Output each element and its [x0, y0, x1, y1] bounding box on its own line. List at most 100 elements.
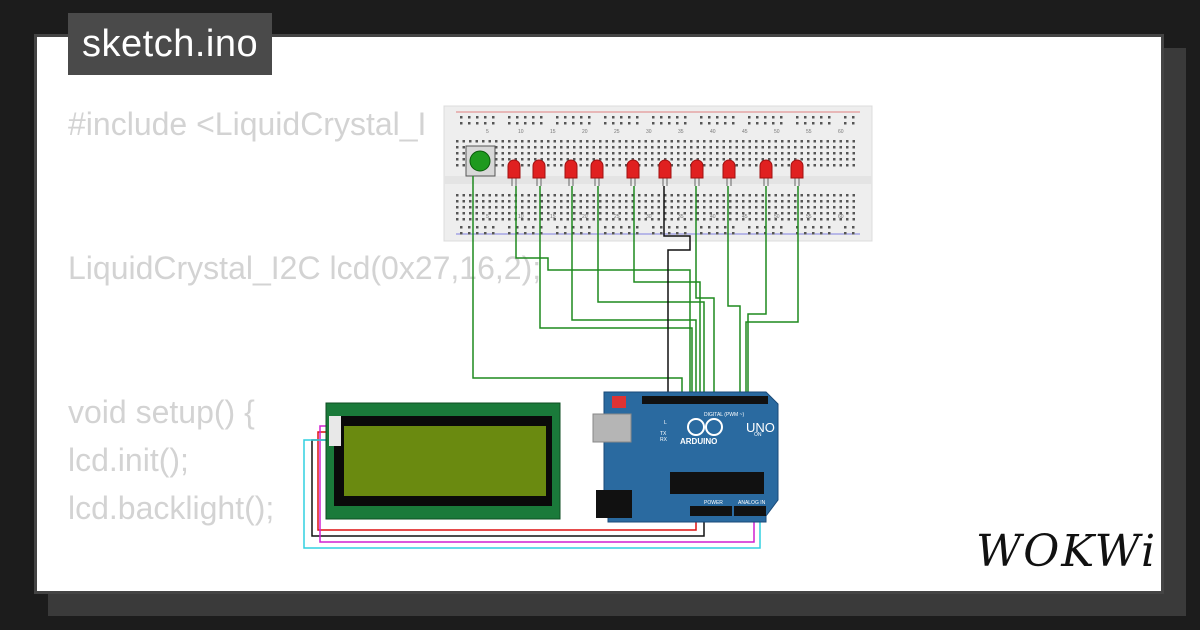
breadboard-hole [651, 164, 654, 167]
breadboard-hole [524, 226, 527, 229]
breadboard-hole [828, 116, 831, 119]
atmega-chip [670, 472, 764, 494]
breadboard-hole [846, 158, 849, 161]
breadboard-hole [755, 146, 758, 149]
breadboard-hole [476, 226, 479, 229]
breadboard-hole [735, 200, 738, 203]
breadboard-hole [768, 200, 771, 203]
breadboard-hole [553, 146, 556, 149]
breadboard-hole [564, 122, 567, 125]
breadboard-hole [664, 212, 667, 215]
breadboard-hole [820, 158, 823, 161]
breadboard-hole [566, 140, 569, 143]
red-led[interactable] [590, 159, 604, 186]
lcd-display[interactable] [325, 402, 561, 520]
breadboard-hole [668, 226, 671, 229]
breadboard-hole [508, 206, 511, 209]
red-led[interactable] [759, 159, 773, 186]
breadboard-hole [620, 122, 623, 125]
breadboard-hole [676, 116, 679, 119]
breadboard-hole [579, 158, 582, 161]
breadboard-hole [696, 158, 699, 161]
breadboard-hole [560, 206, 563, 209]
l-label: L [664, 420, 667, 426]
breadboard-hole [573, 194, 576, 197]
breadboard-hole [628, 116, 631, 119]
breadboard-hole [716, 206, 719, 209]
breadboard-hole [572, 116, 575, 119]
breadboard-hole [761, 146, 764, 149]
breadboard-hole [742, 218, 745, 221]
red-led[interactable] [722, 159, 736, 186]
breadboard-hole [748, 226, 751, 229]
breadboard-hole [501, 164, 504, 167]
red-led[interactable] [658, 159, 672, 186]
red-led[interactable] [626, 159, 640, 186]
breadboard-hole [460, 116, 463, 119]
breadboard-hole [644, 158, 647, 161]
power-header [690, 506, 732, 516]
breadboard-hole [599, 146, 602, 149]
red-led[interactable] [532, 159, 546, 186]
red-led[interactable] [507, 159, 521, 186]
breadboard-hole [652, 116, 655, 119]
breadboard-hole [684, 226, 687, 229]
breadboard-hole [508, 158, 511, 161]
breadboard-hole [514, 140, 517, 143]
red-led[interactable] [564, 159, 578, 186]
breadboard-column-number: 5 [486, 129, 489, 135]
breadboard-hole [716, 194, 719, 197]
breadboard-hole [670, 200, 673, 203]
arduino-uno[interactable]: UNO ARDUINO DIGITAL (PWM ~) POWER ANALOG… [592, 391, 779, 523]
red-led[interactable] [790, 159, 804, 186]
analog-label: ANALOG IN [738, 500, 766, 506]
breadboard-column-number: 45 [742, 129, 748, 135]
breadboard-hole [651, 158, 654, 161]
breadboard-hole [807, 206, 810, 209]
push-button[interactable] [465, 145, 496, 177]
breadboard-hole [690, 206, 693, 209]
breadboard-hole [722, 152, 725, 155]
breadboard-hole [844, 226, 847, 229]
breadboard-hole [508, 200, 511, 203]
breadboard-hole [456, 158, 459, 161]
breadboard-hole [495, 140, 498, 143]
breadboard-hole [729, 146, 732, 149]
breadboard-hole [684, 232, 687, 235]
tx-label: TX [660, 431, 667, 437]
breadboard-hole [813, 140, 816, 143]
breadboard-hole [631, 146, 634, 149]
breadboard-hole [547, 164, 550, 167]
breadboard-hole [812, 116, 815, 119]
breadboard-hole [670, 152, 673, 155]
breadboard-hole [735, 218, 738, 221]
breadboard-hole [852, 218, 855, 221]
breadboard-hole [807, 146, 810, 149]
breadboard-hole [761, 218, 764, 221]
breadboard-hole [628, 122, 631, 125]
breadboard-hole [508, 122, 511, 125]
breadboard-hole [553, 158, 556, 161]
code-line-setup: void setup() { [68, 394, 255, 430]
breadboard-hole [631, 140, 634, 143]
breadboard-hole [781, 152, 784, 155]
breadboard-hole [670, 140, 673, 143]
breadboard-hole [668, 232, 671, 235]
breadboard-hole [768, 212, 771, 215]
breadboard-hole [804, 226, 807, 229]
breadboard-hole [807, 140, 810, 143]
breadboard-hole [820, 226, 823, 229]
breadboard-hole [534, 194, 537, 197]
breadboard-hole [774, 164, 777, 167]
breadboard-hole [813, 212, 816, 215]
breadboard-hole [484, 122, 487, 125]
breadboard-hole [664, 158, 667, 161]
breadboard-hole [800, 194, 803, 197]
breadboard-hole [604, 116, 607, 119]
breadboard-hole [748, 200, 751, 203]
red-led[interactable] [690, 159, 704, 186]
breadboard-hole [742, 140, 745, 143]
breadboard-hole [826, 158, 829, 161]
breadboard-hole [534, 200, 537, 203]
breadboard-hole [794, 152, 797, 155]
